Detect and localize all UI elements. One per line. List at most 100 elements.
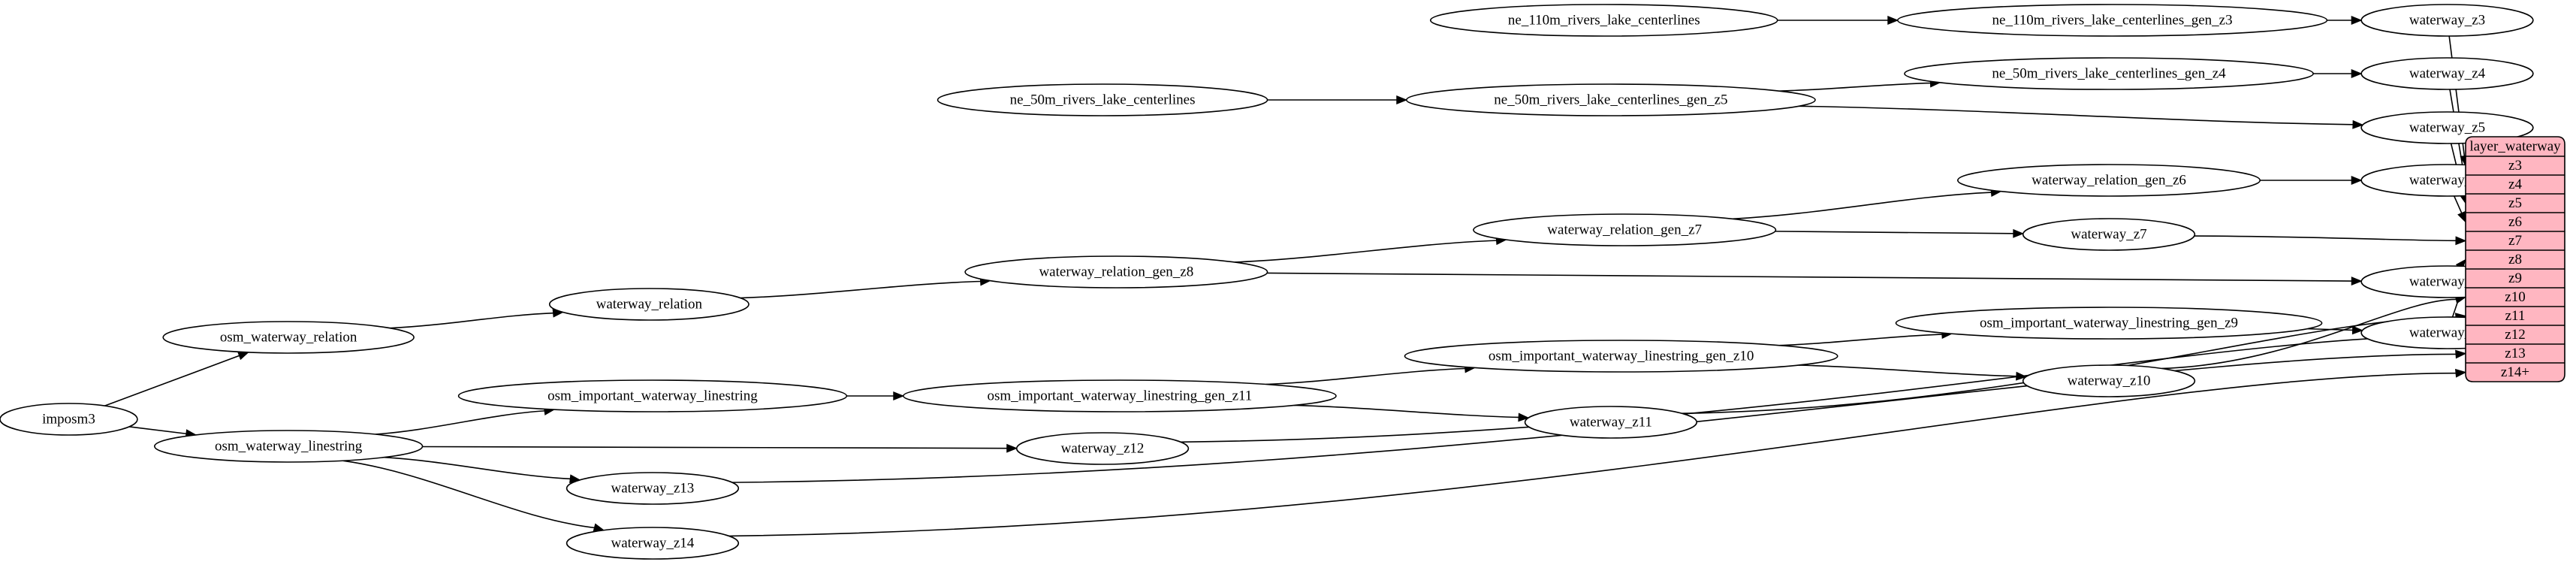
edge-line: [1775, 231, 2013, 234]
edge-osm_waterway_linestring--to--waterway_z14: [342, 460, 605, 532]
legend-row-label: z13: [2505, 346, 2525, 361]
node-waterway_relation_gen_z6[interactable]: waterway_relation_gen_z6: [1957, 164, 2261, 197]
edge-arrowhead-icon: [1887, 16, 1899, 25]
node-ellipse: [548, 288, 750, 321]
node-ne_50m_rivers_lake_centerlines_gen_z4[interactable]: ne_50m_rivers_lake_centerlines_gen_z4: [1904, 57, 2314, 90]
node-ellipse: [2022, 218, 2196, 251]
node-waterway_relation[interactable]: waterway_relation: [548, 288, 750, 321]
node-osm_waterway_relation[interactable]: osm_waterway_relation: [162, 321, 415, 354]
edge-line: [2454, 195, 2463, 213]
edge-line: [422, 446, 1007, 449]
legend-row-z8[interactable]: z8: [2466, 252, 2565, 270]
edge-line: [728, 372, 2457, 537]
edge-line: [740, 280, 981, 299]
edge-ne_110m_rivers_lake_centerlines_gen_z3--to--waterway_z3: [2327, 16, 2363, 25]
node-waterway_z5[interactable]: waterway_z5: [2360, 111, 2534, 144]
node-osm_important_waterway_linestring_gen_z10[interactable]: osm_important_waterway_linestring_gen_z1…: [1404, 340, 1838, 373]
node-ne_110m_rivers_lake_centerlines[interactable]: ne_110m_rivers_lake_centerlines: [1429, 4, 1778, 37]
edge-arrowhead-icon: [2351, 176, 2363, 185]
node-waterway_z13[interactable]: waterway_z13: [566, 472, 740, 505]
legend-row-label: z5: [2508, 195, 2522, 211]
legend-row-label: z11: [2505, 308, 2526, 324]
node-osm_important_waterway_linestring_gen_z11[interactable]: osm_important_waterway_linestring_gen_z1…: [902, 379, 1337, 412]
edge-ne_110m_rivers_lake_centerlines--to--ne_110m_rivers_lake_centerlines_gen_z3: [1777, 16, 1899, 25]
edge-line: [1798, 105, 2354, 125]
legend-row-z4[interactable]: z4: [2466, 177, 2565, 195]
legend-row-label: z12: [2505, 327, 2525, 343]
edge-arrowhead-icon: [1396, 95, 1408, 104]
node-waterway_z10[interactable]: waterway_z10: [2022, 364, 2196, 397]
edge-waterway_z12--to--layer_waterway-z12: [1181, 331, 2467, 443]
edge-waterway_z13--to--layer_waterway-z13: [731, 349, 2467, 483]
node-osm_important_waterway_linestring[interactable]: osm_important_waterway_linestring: [457, 379, 848, 412]
edge-line: [1234, 240, 1497, 263]
node-waterway_relation_gen_z8[interactable]: waterway_relation_gen_z8: [964, 255, 1268, 289]
node-waterway_z4[interactable]: waterway_z4: [2360, 57, 2534, 90]
edge-ne_50m_rivers_lake_centerlines_gen_z5--to--ne_50m_rivers_lake_centerlines_gen_z4: [1779, 78, 1941, 92]
node-waterway_z3[interactable]: waterway_z3: [2360, 4, 2534, 37]
legend-row-z9[interactable]: z9: [2466, 270, 2565, 289]
edge-osm_important_waterway_linestring_gen_z10--to--osm_important_waterway_linestring_gen_z9: [1779, 330, 1953, 346]
node-label: waterway_z13: [611, 480, 695, 496]
edge-arrowhead-icon: [2351, 69, 2363, 78]
legend-row-label: z4: [2508, 177, 2522, 192]
legend-row-label: z7: [2508, 233, 2522, 249]
edge-line: [1294, 404, 1519, 418]
legend-row-z12[interactable]: z12: [2466, 327, 2565, 345]
edge-line: [1265, 367, 1465, 385]
legend-row-label: z8: [2508, 252, 2522, 267]
node-waterway_relation_gen_z7[interactable]: waterway_relation_gen_z7: [1473, 213, 1777, 246]
node-label: waterway_relation: [596, 296, 703, 312]
node-ne_50m_rivers_lake_centerlines[interactable]: ne_50m_rivers_lake_centerlines: [937, 83, 1268, 116]
legend-row-z6[interactable]: z6: [2466, 214, 2565, 232]
node-osm_waterway_linestring[interactable]: osm_waterway_linestring: [154, 430, 424, 463]
edge-arrowhead-icon: [2455, 368, 2467, 378]
legend-row-z7[interactable]: z7: [2466, 233, 2565, 251]
legend-row-z5[interactable]: z5: [2466, 195, 2565, 213]
node-label: waterway_relation_gen_z6: [2032, 172, 2186, 188]
node-ne_110m_rivers_lake_centerlines_gen_z3[interactable]: ne_110m_rivers_lake_centerlines_gen_z3: [1896, 4, 2328, 37]
node-imposm3[interactable]: imposm3: [0, 403, 138, 436]
node-label: ne_110m_rivers_lake_centerlines_gen_z3: [1992, 12, 2233, 28]
node-waterway_z14[interactable]: waterway_z14: [566, 527, 740, 560]
node-label: osm_important_waterway_linestring_gen_z9: [1980, 315, 2238, 331]
edge-osm_waterway_linestring--to--waterway_z12: [422, 443, 1018, 453]
edge-ne_50m_rivers_lake_centerlines_gen_z4--to--waterway_z4: [2313, 69, 2363, 78]
node-ellipse: [2360, 111, 2534, 144]
node-label: osm_waterway_linestring: [215, 438, 363, 454]
node-ellipse: [1404, 340, 1838, 373]
node-waterway_z11[interactable]: waterway_z11: [1524, 406, 1698, 439]
node-label: waterway_z3: [2409, 12, 2485, 28]
edge-imposm3--to--osm_waterway_relation: [104, 352, 249, 406]
node-ellipse: [964, 255, 1268, 289]
node-label: osm_important_waterway_linestring: [547, 388, 758, 403]
edge-line: [342, 460, 595, 529]
node-label: ne_50m_rivers_lake_centerlines_gen_z5: [1494, 92, 1727, 107]
legend-row-label: z9: [2508, 270, 2522, 286]
legend-row-z3[interactable]: z3: [2466, 158, 2565, 176]
node-label: osm_waterway_relation: [220, 329, 357, 345]
legend-row-z11[interactable]: z11: [2466, 308, 2565, 326]
edge-line: [1181, 334, 2457, 443]
node-label: waterway_relation_gen_z8: [1039, 264, 1193, 279]
edge-line: [2194, 235, 2457, 242]
node-ellipse: [1405, 83, 1816, 116]
legend-row-z10[interactable]: z10: [2466, 289, 2565, 307]
edge-arrowhead-icon: [893, 391, 905, 400]
node-osm_important_waterway_linestring_gen_z9[interactable]: osm_important_waterway_linestring_gen_z9: [1895, 307, 2323, 340]
legend-title: layer_waterway: [2469, 138, 2561, 154]
legend-row-z14p[interactable]: z14+: [2501, 364, 2529, 380]
edge-osm_important_waterway_linestring--to--osm_important_waterway_linestring_gen_z11: [846, 391, 905, 400]
node-ne_50m_rivers_lake_centerlines_gen_z5[interactable]: ne_50m_rivers_lake_centerlines_gen_z5: [1405, 83, 1816, 116]
node-waterway_z12[interactable]: waterway_z12: [1015, 432, 1190, 465]
edge-line: [731, 353, 2457, 483]
edge-arrowhead-icon: [2455, 236, 2467, 246]
legend-row-label: z6: [2508, 214, 2522, 230]
edge-line: [2161, 298, 2457, 370]
edge-line: [1732, 192, 1992, 220]
node-waterway_z7[interactable]: waterway_z7: [2022, 218, 2196, 251]
node-ellipse: [1429, 4, 1778, 37]
legend-row-z13[interactable]: z13: [2466, 346, 2565, 364]
